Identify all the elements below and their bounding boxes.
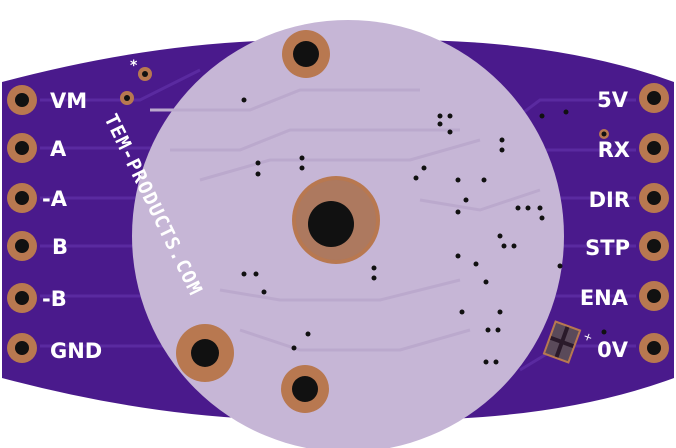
- top-left-vias: *: [120, 58, 152, 105]
- pin-pad-5v: [639, 83, 669, 113]
- pin-pad-a: [7, 133, 37, 163]
- left-header: [7, 85, 37, 363]
- svg-text:*: *: [130, 58, 138, 74]
- disc-traces: [150, 88, 541, 352]
- pin-label-0v: 0V: [597, 338, 629, 362]
- svg-text:+: +: [581, 329, 594, 344]
- pin-label-neg-b: -B: [42, 287, 67, 311]
- pin-label-rx: RX: [598, 138, 630, 162]
- right-vias: [599, 129, 609, 139]
- pin-pad-vm: [7, 85, 37, 115]
- pin-label-gnd: GND: [50, 339, 102, 363]
- right-header: [639, 83, 669, 363]
- pin-label-dir: DIR: [589, 188, 630, 212]
- pin-pad-0v: [639, 333, 669, 363]
- shaft-hole: [292, 176, 380, 264]
- solder-jumper: +: [542, 320, 594, 364]
- pin-pad-rx: [639, 133, 669, 163]
- pin-pad-gnd: [7, 333, 37, 363]
- pin-label-ena: ENA: [580, 286, 629, 310]
- pin-label-neg-a: -A: [42, 187, 68, 211]
- pin-label-b: B: [52, 235, 68, 259]
- pin-pad-neg-b: [7, 283, 37, 313]
- pin-pad-neg-a: [7, 183, 37, 213]
- pin-label-a: A: [50, 137, 67, 161]
- pin-label-vm: VM: [50, 89, 87, 113]
- small-vias: [241, 97, 607, 365]
- pin-pad-stp: [639, 231, 669, 261]
- mounting-hole-top: [282, 30, 330, 78]
- pin-pad-b: [7, 231, 37, 261]
- pin-pad-dir: [639, 183, 669, 213]
- pin-label-stp: STP: [585, 236, 630, 260]
- pin-label-5v: 5V: [597, 88, 629, 112]
- mounting-hole-bottom-left: [176, 324, 234, 382]
- mounting-hole-bottom: [281, 365, 329, 413]
- pin-pad-ena: [639, 281, 669, 311]
